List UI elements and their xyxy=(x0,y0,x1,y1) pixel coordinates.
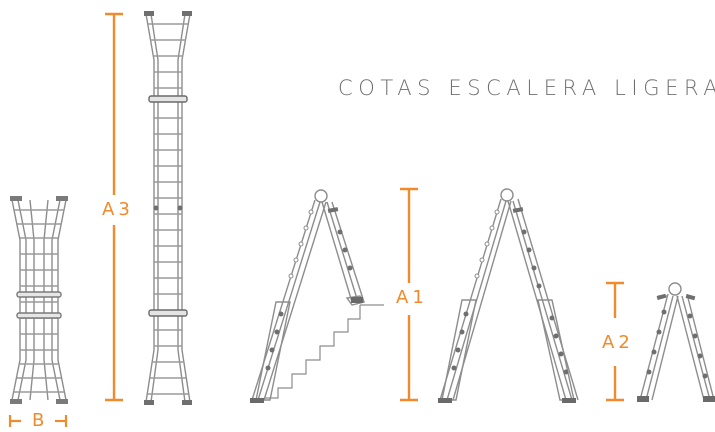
dimension-a1-marker xyxy=(400,187,418,402)
dimension-a2-label: A2 xyxy=(602,332,634,353)
dimension-b-label: B xyxy=(32,410,49,431)
aframe-ladder xyxy=(438,188,579,403)
dimension-a3-label: A3 xyxy=(102,199,134,220)
dimension-b-marker xyxy=(8,415,68,427)
page-title: COTAS ESCALERA LIGERA xyxy=(338,76,715,100)
aframe-stairs-ladder xyxy=(250,189,384,403)
dimension-a2-marker xyxy=(606,281,624,402)
small-aframe-ladder xyxy=(637,282,715,402)
dimension-a3-marker xyxy=(105,12,123,402)
extended-ladder xyxy=(144,11,192,405)
dimension-a1-label: A1 xyxy=(396,287,428,308)
folded-ladder xyxy=(10,196,68,404)
